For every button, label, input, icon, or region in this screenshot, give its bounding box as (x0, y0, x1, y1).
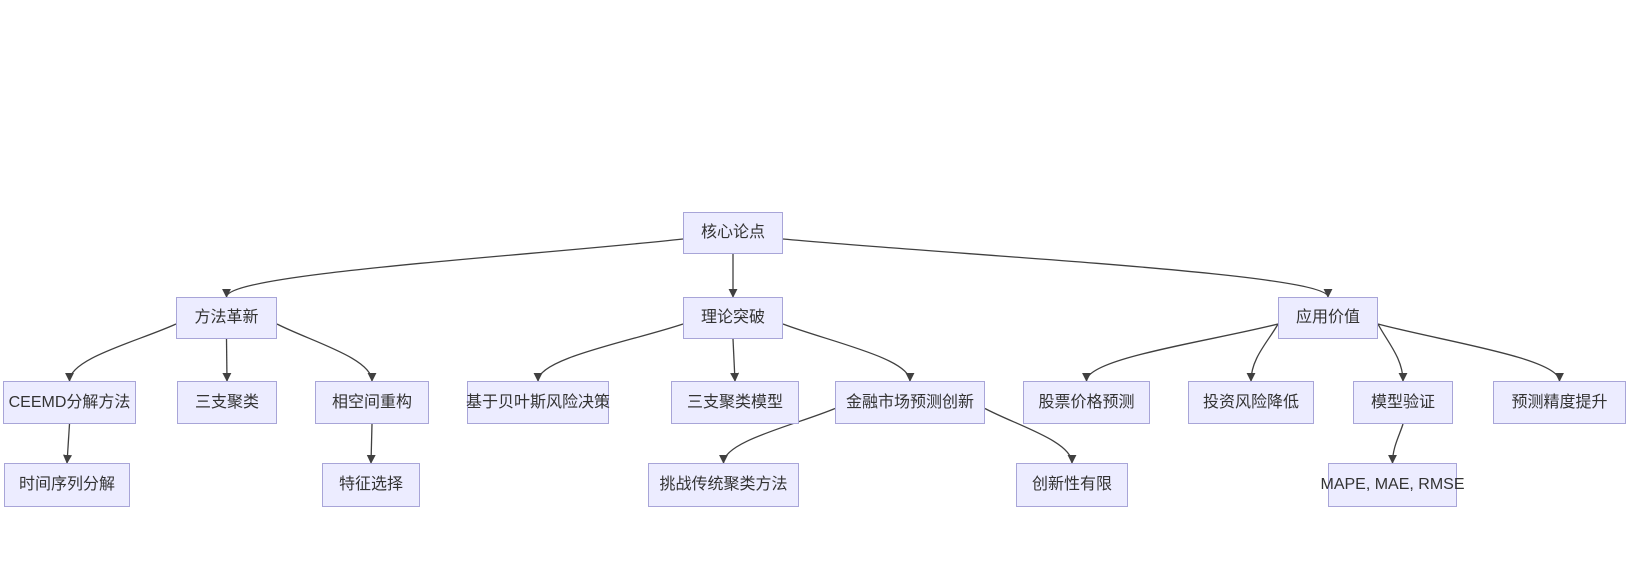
diagram-node-bayes: 基于贝叶斯风险决策 (466, 381, 611, 424)
diagram-node-label: 投资风险降低 (1202, 393, 1299, 411)
diagram-node-core: 核心论点 (683, 212, 783, 254)
diagram-node-label: 时间序列分解 (18, 476, 115, 493)
diagram-node-method: 方法革新 (176, 297, 277, 339)
diagram-node-label: CEEMD分解方法 (8, 393, 131, 411)
diagram-node-limited: 创新性有限 (1016, 463, 1128, 507)
diagram-node-label: 应用价值 (1295, 309, 1360, 326)
diagram-edge-value-to-risk (1246, 323, 1279, 382)
diagram-node-feature: 特征选择 (322, 463, 420, 507)
diagram-node-label: 预测精度提升 (1511, 393, 1608, 411)
diagram-node-stock: 股票价格预测 (1023, 381, 1150, 424)
diagram-node-label: 核心论点 (700, 224, 765, 241)
diagram-edge-value-to-accuracy (1377, 323, 1564, 382)
diagram-node-validate: 模型验证 (1353, 381, 1453, 424)
diagram-node-label: 三支聚类 (194, 393, 259, 411)
diagram-edge-method-to-ceemd (65, 323, 177, 382)
diagram-node-label: 创新性有限 (1031, 476, 1112, 493)
diagram-edge-theory-to-twcmodel (730, 338, 740, 382)
diagram-node-twcmodel: 三支聚类模型 (671, 381, 799, 424)
diagram-node-label: 理论突破 (700, 309, 765, 326)
diagram-node-metrics: MAPE, MAE, RMSE (1320, 463, 1465, 507)
diagram-node-label: 金融市场预测创新 (845, 393, 974, 411)
diagram-node-theory: 理论突破 (683, 297, 783, 339)
diagram-edge-core-to-method (222, 238, 684, 298)
diagram-edge-ceemd-to-tsdecomp (63, 423, 73, 464)
diagram-node-phase: 相空间重构 (315, 381, 429, 424)
diagram-edge-value-to-validate (1377, 323, 1408, 382)
diagram-node-label: 特征选择 (338, 476, 403, 493)
diagram-node-label: MAPE, MAE, RMSE (1320, 476, 1465, 493)
diagram-edge-fininnov-to-challenge (719, 407, 836, 464)
diagram-node-threeway: 三支聚类 (177, 381, 277, 424)
diagram-node-label: 股票价格预测 (1038, 393, 1135, 411)
diagram-node-label: 基于贝叶斯风险决策 (466, 393, 611, 411)
diagram-edge-method-to-phase (276, 323, 377, 382)
diagram-edge-phase-to-feature (366, 423, 376, 464)
diagram-node-label: 方法革新 (194, 309, 259, 326)
diagram-node-label: 相空间重构 (331, 393, 412, 411)
diagram-edge-core-to-value (782, 238, 1333, 298)
diagram-node-label: 模型验证 (1370, 393, 1435, 411)
diagram-node-accuracy: 预测精度提升 (1493, 381, 1626, 424)
diagram-edge-theory-to-bayes (533, 323, 684, 382)
diagram-edge-theory-to-fininnov (782, 323, 915, 382)
diagram-node-label: 挑战传统聚类方法 (659, 476, 788, 493)
diagram-node-label: 三支聚类模型 (686, 393, 783, 411)
diagram-node-ceemd: CEEMD分解方法 (3, 381, 136, 424)
diagram-edge-method-to-threeway (222, 338, 232, 382)
diagram-node-tsdecomp: 时间序列分解 (4, 463, 130, 507)
diagram-node-challenge: 挑战传统聚类方法 (648, 463, 799, 507)
diagram-node-risk: 投资风险降低 (1188, 381, 1314, 424)
diagram-edge-validate-to-metrics (1388, 423, 1404, 464)
diagram-node-value: 应用价值 (1278, 297, 1378, 339)
diagram-edge-value-to-stock (1082, 323, 1279, 382)
diagram-node-fininnov: 金融市场预测创新 (835, 381, 985, 424)
diagram-edge-fininnov-to-limited (984, 407, 1077, 464)
